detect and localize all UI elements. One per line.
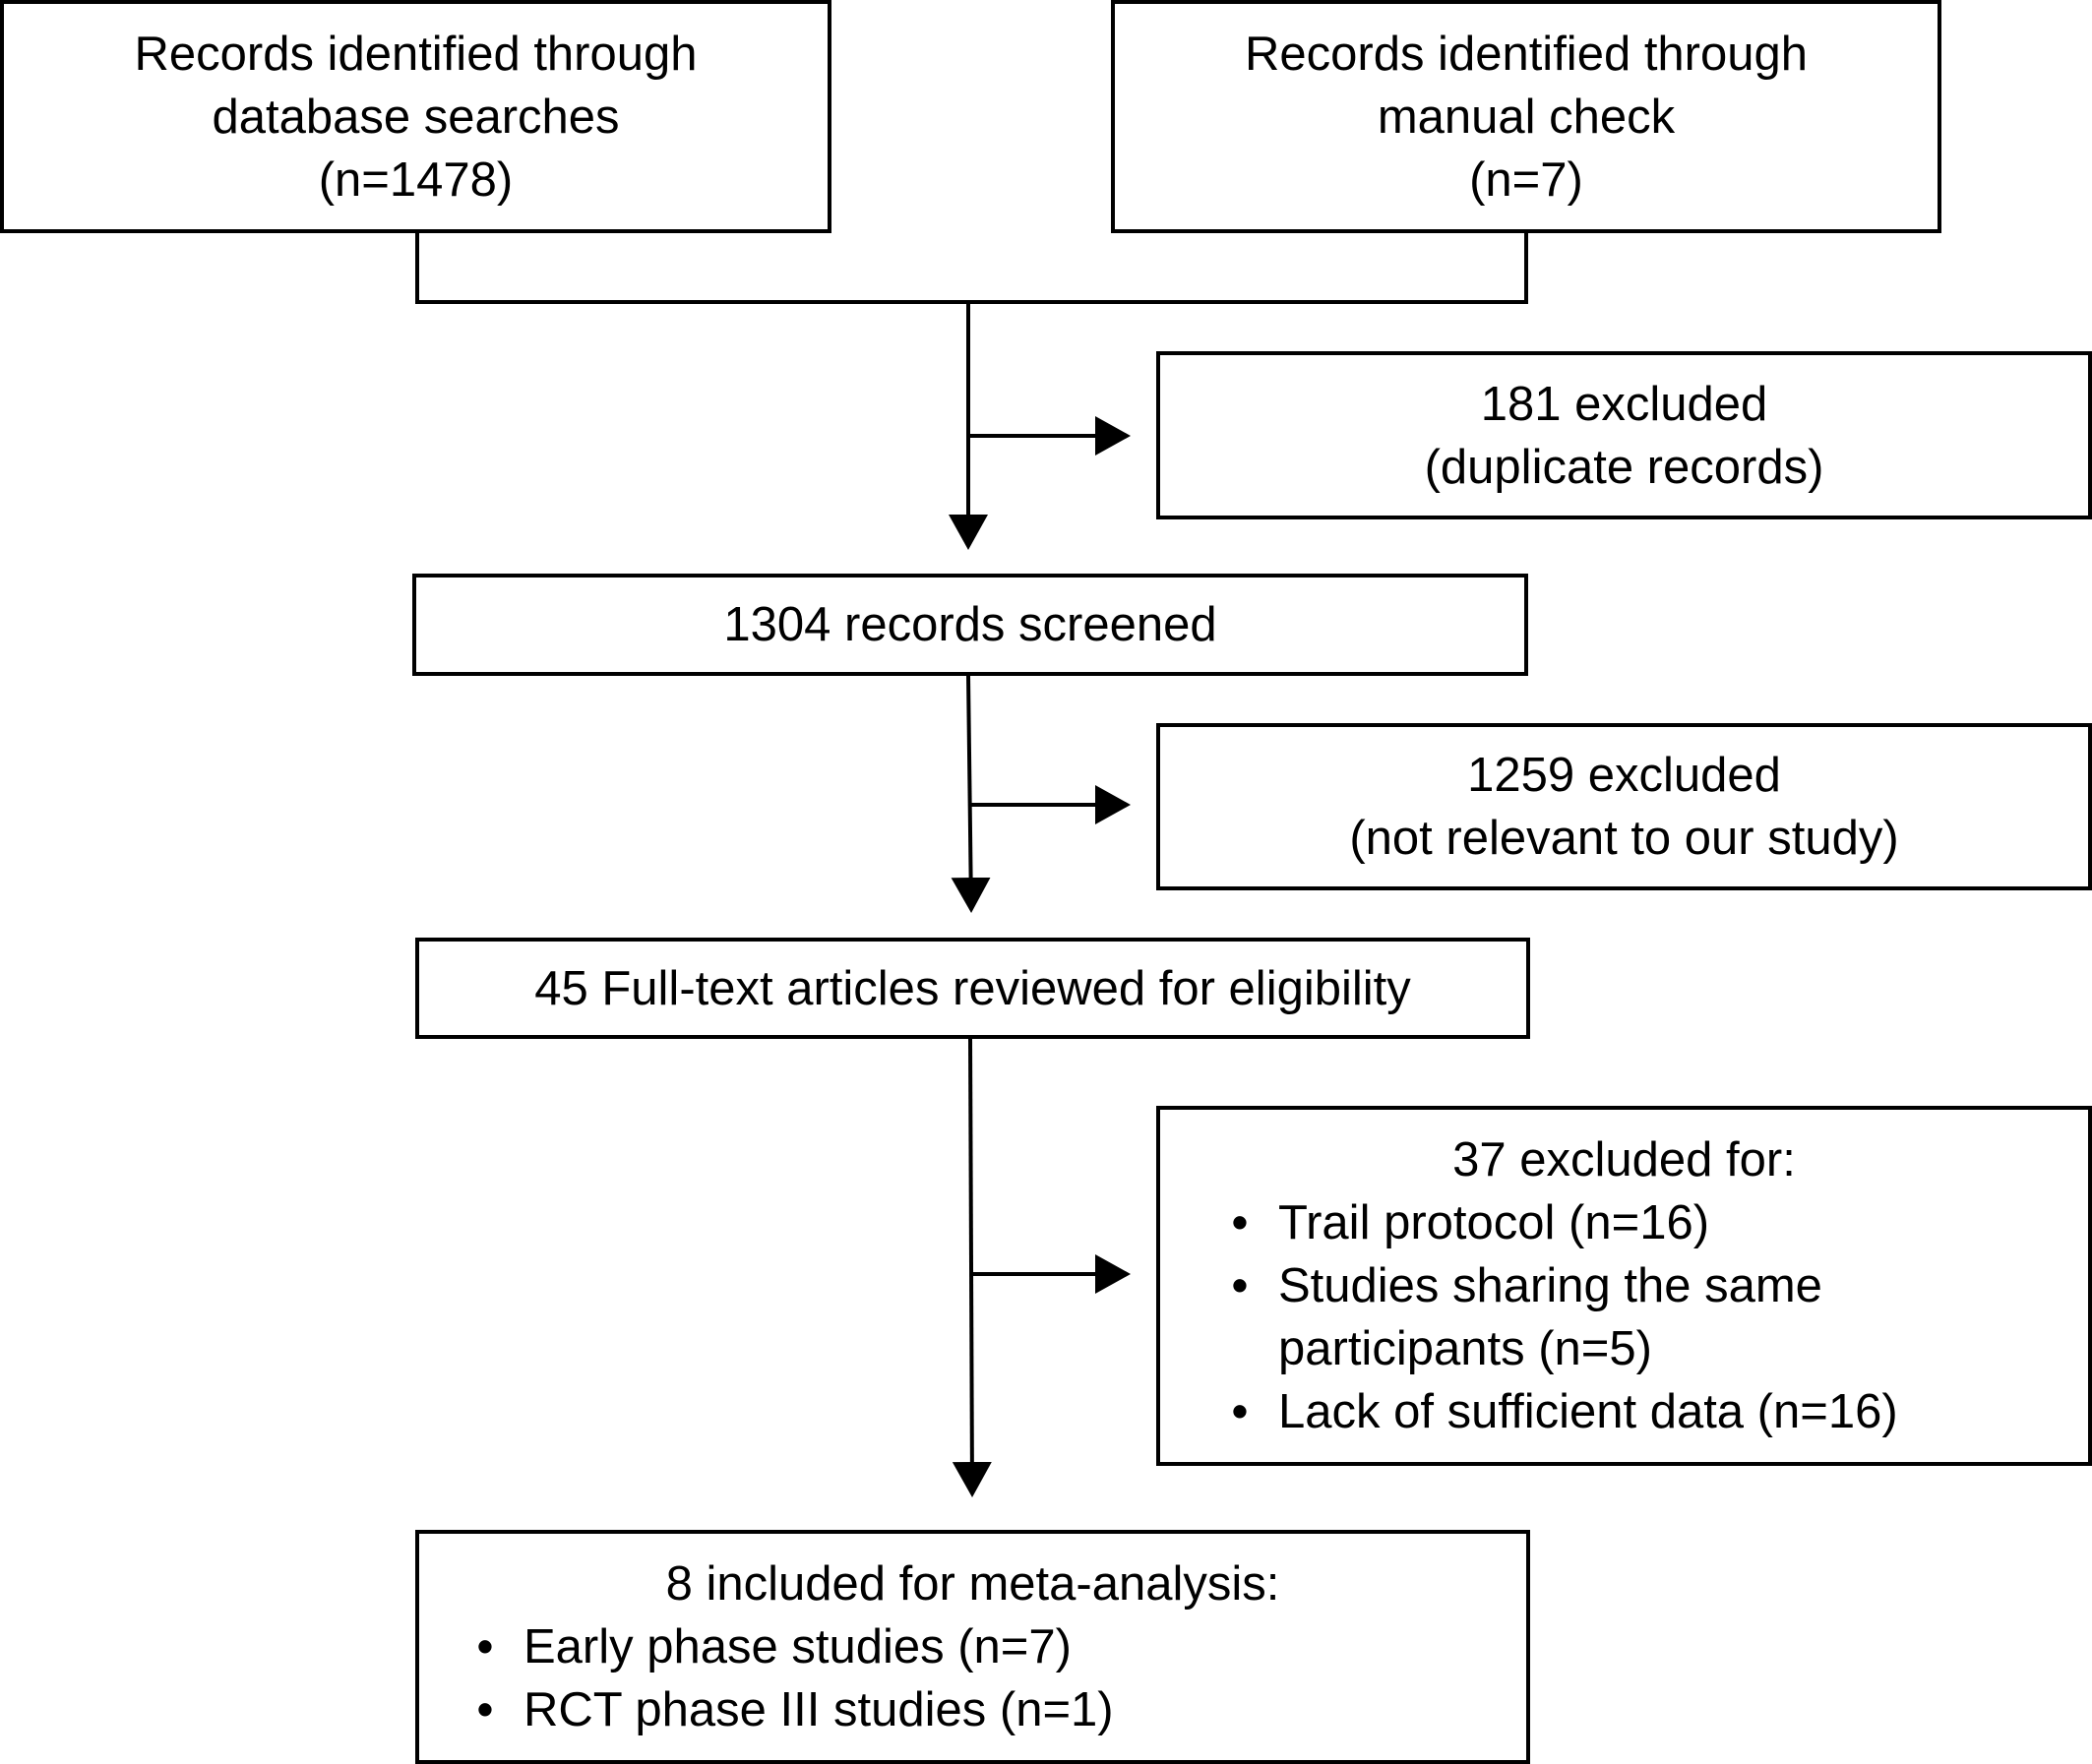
exclusion-reason-item: • Lack of sufficient data (n=16) bbox=[1201, 1380, 2088, 1443]
manual-check-line-1: Records identified through bbox=[1244, 27, 1809, 81]
bullet-icon: • bbox=[1231, 1385, 1249, 1438]
database-search-box: Records identified through database sear… bbox=[0, 0, 831, 233]
included-studies-title: 8 included for meta-analysis: bbox=[665, 1557, 1280, 1611]
included-study-text: Early phase studies (n=7) bbox=[523, 1620, 1072, 1673]
exclusion-reason-item: • Studies sharing the same participants … bbox=[1201, 1254, 2088, 1380]
bullet-icon: • bbox=[476, 1620, 494, 1673]
duplicates-excluded-count: 181 excluded bbox=[1480, 377, 1768, 431]
database-search-line-2: database searches bbox=[212, 90, 620, 144]
included-study-item: • RCT phase III studies (n=1) bbox=[447, 1678, 1526, 1741]
records-screened-box: 1304 records screened bbox=[412, 574, 1528, 676]
database-search-line-1: Records identified through bbox=[134, 27, 698, 81]
exclusion-reason-text: Studies sharing the same bbox=[1278, 1259, 1822, 1312]
full-text-reviewed-label: 45 Full-text articles reviewed for eligi… bbox=[534, 961, 1411, 1015]
included-study-text: RCT phase III studies (n=1) bbox=[523, 1683, 1114, 1736]
bullet-icon: • bbox=[1231, 1259, 1249, 1312]
duplicates-excluded-reason: (duplicate records) bbox=[1424, 440, 1824, 494]
exclusion-reason-item: • Trail protocol (n=16) bbox=[1201, 1191, 2088, 1254]
manual-check-count: (n=7) bbox=[1469, 152, 1583, 207]
arrow-to-full-text bbox=[951, 674, 991, 913]
full-text-reviewed-box: 45 Full-text articles reviewed for eligi… bbox=[415, 938, 1530, 1039]
not-relevant-excluded-reason: (not relevant to our study) bbox=[1349, 812, 1899, 865]
full-text-excluded-box: 37 excluded for: • Trail protocol (n=16)… bbox=[1156, 1106, 2092, 1466]
database-search-count: (n=1478) bbox=[318, 152, 514, 207]
bullet-icon: • bbox=[1231, 1196, 1249, 1249]
records-screened-label: 1304 records screened bbox=[723, 598, 1217, 651]
duplicates-excluded-box: 181 excluded (duplicate records) bbox=[1156, 351, 2092, 519]
included-studies-box: 8 included for meta-analysis: • Early ph… bbox=[415, 1530, 1530, 1764]
exclusion-reason-text: Lack of sufficient data (n=16) bbox=[1278, 1385, 1898, 1438]
not-relevant-excluded-box: 1259 excluded (not relevant to our study… bbox=[1156, 723, 2092, 890]
bullet-icon: • bbox=[476, 1683, 494, 1736]
exclusion-reason-text-continued: participants (n=5) bbox=[1278, 1322, 1652, 1375]
not-relevant-excluded-count: 1259 excluded bbox=[1467, 749, 1781, 802]
exclusion-reason-text: Trail protocol (n=16) bbox=[1278, 1196, 1710, 1249]
full-text-excluded-title: 37 excluded for: bbox=[1452, 1133, 1796, 1186]
included-study-item: • Early phase studies (n=7) bbox=[447, 1615, 1526, 1678]
manual-check-box: Records identified through manual check … bbox=[1111, 0, 1941, 233]
arrow-to-included bbox=[952, 1037, 992, 1497]
manual-check-line-2: manual check bbox=[1377, 90, 1676, 144]
